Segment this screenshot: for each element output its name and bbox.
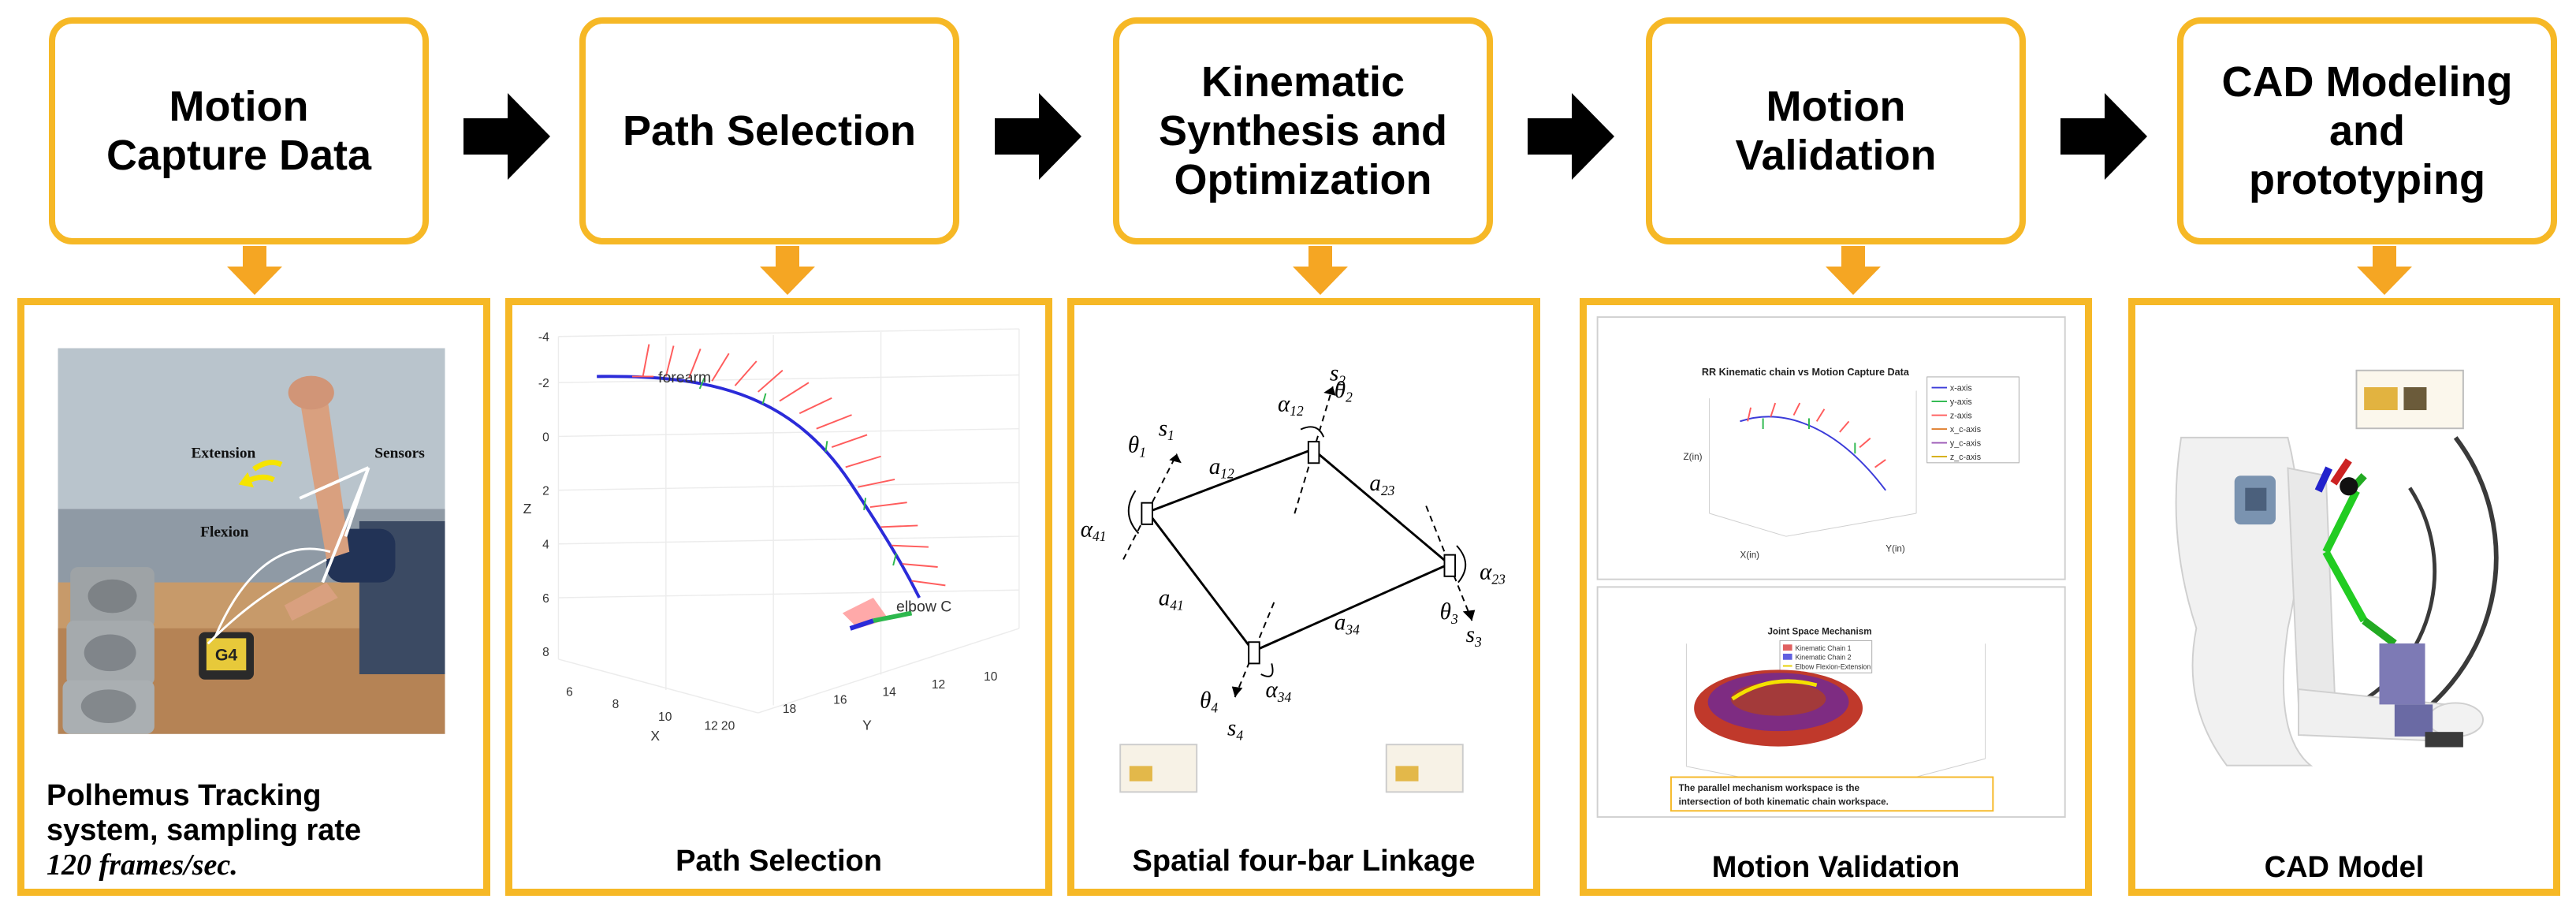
right-arrow-icon — [995, 93, 1081, 180]
caption-math: 120 frames/sec. — [47, 848, 238, 882]
step-cad-modeling: CAD Modeling and prototyping — [2177, 17, 2557, 244]
panel-path-selection: forearm elbow C -4 -2 0 2 4 6 8 Z 6 8 10… — [505, 298, 1052, 896]
plot2-legend — [1779, 640, 1873, 673]
plot2-note-line: intersection of both kinematic chain wor… — [1679, 796, 1889, 807]
panel3-caption: Spatial four-bar Linkage — [1132, 845, 1476, 878]
plot1-zlabel: Z(in) — [1684, 452, 1703, 462]
legend-entry: y-axis — [1950, 397, 1972, 407]
x-tick: 6 — [566, 686, 573, 699]
y-tick: 10 — [984, 670, 998, 684]
legend-entry: y_c-axis — [1950, 438, 1981, 448]
svg-text:a41: a41 — [1159, 586, 1184, 614]
four-bar-linkage-diagram: θ1 s1 α41 a12 α12 θ2 s2 a23 α23 θ3 s3 a3… — [1081, 360, 1506, 793]
legend-entry: x_c-axis — [1950, 425, 1981, 434]
axis-y-label: Y — [862, 718, 872, 733]
extension-label: Extension — [191, 445, 255, 461]
caption-line: Polhemus Tracking — [47, 779, 322, 812]
svg-text:θ4: θ4 — [1200, 688, 1218, 716]
legend-entry: z_c-axis — [1950, 453, 1981, 462]
z-tick: 8 — [542, 646, 549, 659]
x-tick: 8 — [612, 698, 620, 711]
plot1-ylabel: Y(in) — [1885, 544, 1905, 554]
z-tick: -2 — [538, 377, 549, 390]
down-arrow-icon — [1293, 246, 1348, 295]
panel2-caption: Path Selection — [676, 845, 882, 878]
z-tick: -4 — [538, 331, 549, 345]
legend-entry: Elbow Flexion-Extension — [1795, 662, 1871, 670]
legend-entry: Kinematic Chain 1 — [1795, 644, 1851, 652]
axis-x-label: X — [650, 728, 660, 744]
legend-entry: z-axis — [1950, 411, 1972, 420]
plot2-note-line: The parallel mechanism workspace is the — [1679, 783, 1860, 793]
svg-text:θ1: θ1 — [1128, 433, 1146, 461]
y-tick: 18 — [783, 703, 796, 716]
step-title: Kinematic Synthesis and Optimization — [1158, 58, 1448, 203]
svg-text:α23: α23 — [1480, 560, 1506, 587]
motion-validation-plots: RR Kinematic chain vs Motion Capture Dat… — [1596, 316, 2066, 819]
panel-motion-validation: RR Kinematic chain vs Motion Capture Dat… — [1580, 298, 2092, 896]
motion-capture-photo: G4 Extension Flexion Sensors — [58, 348, 445, 734]
down-arrow-icon — [760, 246, 815, 295]
x-tick: 10 — [658, 710, 672, 724]
sensors-label: Sensors — [374, 445, 425, 461]
svg-text:α34: α34 — [1266, 677, 1292, 705]
step-title: CAD Modeling and prototyping — [2221, 58, 2513, 203]
svg-text:a23: a23 — [1369, 471, 1394, 498]
svg-text:s2: s2 — [1330, 360, 1346, 388]
plot1-legend — [1926, 376, 2019, 464]
svg-text:a12: a12 — [1209, 454, 1234, 482]
panel-motion-capture: G4 Extension Flexion Sensors Polhemus Tr… — [17, 298, 490, 896]
panel-four-bar-linkage: θ1 s1 α41 a12 α12 θ2 s2 a23 α23 θ3 s3 a3… — [1067, 298, 1540, 896]
panel5-caption: CAD Model — [2264, 851, 2425, 884]
caption-line: system, sampling rate — [47, 814, 362, 847]
right-arrow-icon — [463, 93, 550, 180]
svg-text:s4: s4 — [1227, 716, 1243, 744]
svg-text:s1: s1 — [1159, 416, 1174, 443]
down-arrow-icon — [2357, 246, 2412, 295]
svg-text:α12: α12 — [1278, 391, 1304, 419]
device-label: G4 — [215, 646, 238, 665]
cad-model-render — [2175, 369, 2499, 766]
z-tick: 4 — [542, 539, 549, 552]
step-kinematic-synthesis: Kinematic Synthesis and Optimization — [1113, 17, 1493, 244]
y-tick: 14 — [882, 686, 896, 699]
y-tick: 16 — [833, 693, 847, 707]
legend-entry: x-axis — [1950, 383, 1972, 393]
path-selection-plot: forearm elbow C -4 -2 0 2 4 6 8 Z 6 8 10… — [523, 328, 1020, 744]
plot2-note — [1670, 776, 1994, 812]
plot2-title: Joint Space Mechanism — [1767, 627, 1871, 637]
y-tick: 12 — [932, 678, 945, 692]
axis-z-label: Z — [523, 501, 532, 517]
panel1-caption: Polhemus Tracking system, sampling rate … — [47, 778, 361, 882]
panel-cad-model: CAD Model — [2128, 298, 2560, 896]
x-tick: 12 — [705, 720, 718, 733]
flexion-label: Flexion — [200, 524, 249, 540]
z-tick: 0 — [542, 431, 549, 444]
step-motion-capture: Motion Capture Data — [49, 17, 429, 244]
panel4-caption: Motion Validation — [1711, 851, 1960, 884]
elbow-frame — [842, 597, 913, 631]
down-arrow-icon — [227, 246, 282, 295]
forearm-legend: forearm — [658, 369, 711, 386]
step-motion-validation: Motion Validation — [1646, 17, 2026, 244]
plot1-xlabel: X(in) — [1740, 550, 1759, 560]
right-arrow-icon — [1528, 93, 1614, 180]
svg-text:α41: α41 — [1081, 517, 1107, 544]
step-path-selection: Path Selection — [579, 17, 959, 244]
z-tick: 2 — [542, 484, 549, 498]
svg-text:s3: s3 — [1466, 622, 1482, 650]
elbow-label: elbow C — [896, 599, 951, 616]
legend-entry: Kinematic Chain 2 — [1795, 654, 1851, 662]
step-title: Motion Validation — [1735, 83, 1937, 179]
step-title: Motion Capture Data — [106, 83, 372, 179]
step-title: Path Selection — [622, 107, 917, 155]
plot1-title: RR Kinematic chain vs Motion Capture Dat… — [1702, 367, 1910, 378]
svg-text:a34: a34 — [1335, 610, 1360, 638]
down-arrow-icon — [1826, 246, 1881, 295]
y-tick: 20 — [721, 720, 735, 733]
right-arrow-icon — [2060, 93, 2147, 180]
z-tick: 6 — [542, 592, 549, 606]
forearm-cuff — [2379, 643, 2425, 705]
svg-text:θ3: θ3 — [1440, 599, 1458, 627]
